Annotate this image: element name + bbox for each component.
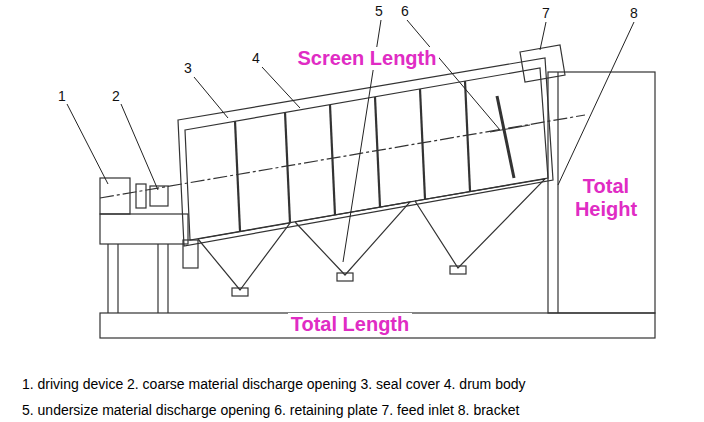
dimension-label: Total Height [563,175,649,221]
leader-line [558,22,634,185]
feed-inlet [520,45,565,82]
screen-band [235,121,240,231]
hopper-spout [232,288,248,296]
screen-band [465,81,470,191]
leader-line [262,67,300,108]
leader-line [67,104,108,184]
screen-band [285,112,290,223]
base-plate [100,313,655,338]
screen-band [330,105,335,215]
seal-cover [178,58,553,246]
screen-band [420,89,425,199]
callout-number: 4 [250,50,262,66]
leader-line [540,22,546,50]
shaft [100,115,585,198]
hopper [415,179,545,268]
dimension-label: Screen Length [295,47,440,70]
callout-number: 1 [56,88,68,104]
frame-leg [157,244,158,313]
leader-line [121,104,158,190]
hopper-spout [450,266,466,274]
leader-line [194,77,228,118]
key-line: 5. undersize material discharge opening … [22,402,519,418]
callout-number: 3 [182,60,194,76]
callout-number: 8 [628,5,640,21]
frame-leg [167,244,168,313]
callout-number: 7 [540,5,552,21]
retaining-plate [497,96,514,178]
frame-leg [117,244,118,313]
drive-platform [100,214,188,244]
hopper [295,202,410,275]
frame-leg [107,244,108,313]
motor [100,178,130,214]
coarse-discharge [183,240,198,268]
hopper-spout [337,273,353,281]
hopper [198,223,290,290]
bracket [548,72,655,313]
callout-number: 6 [399,3,411,19]
leader-line [407,20,500,130]
dimension-label: Total Length [288,313,413,336]
key-line: 1. driving device 2. coarse material dis… [22,376,526,392]
callout-number: 5 [373,3,385,19]
bracket-post [557,72,558,313]
spoke [490,125,530,132]
coupling [136,184,146,208]
screen-band [375,97,380,207]
drum-body [185,68,548,240]
callout-number: 2 [110,88,122,104]
